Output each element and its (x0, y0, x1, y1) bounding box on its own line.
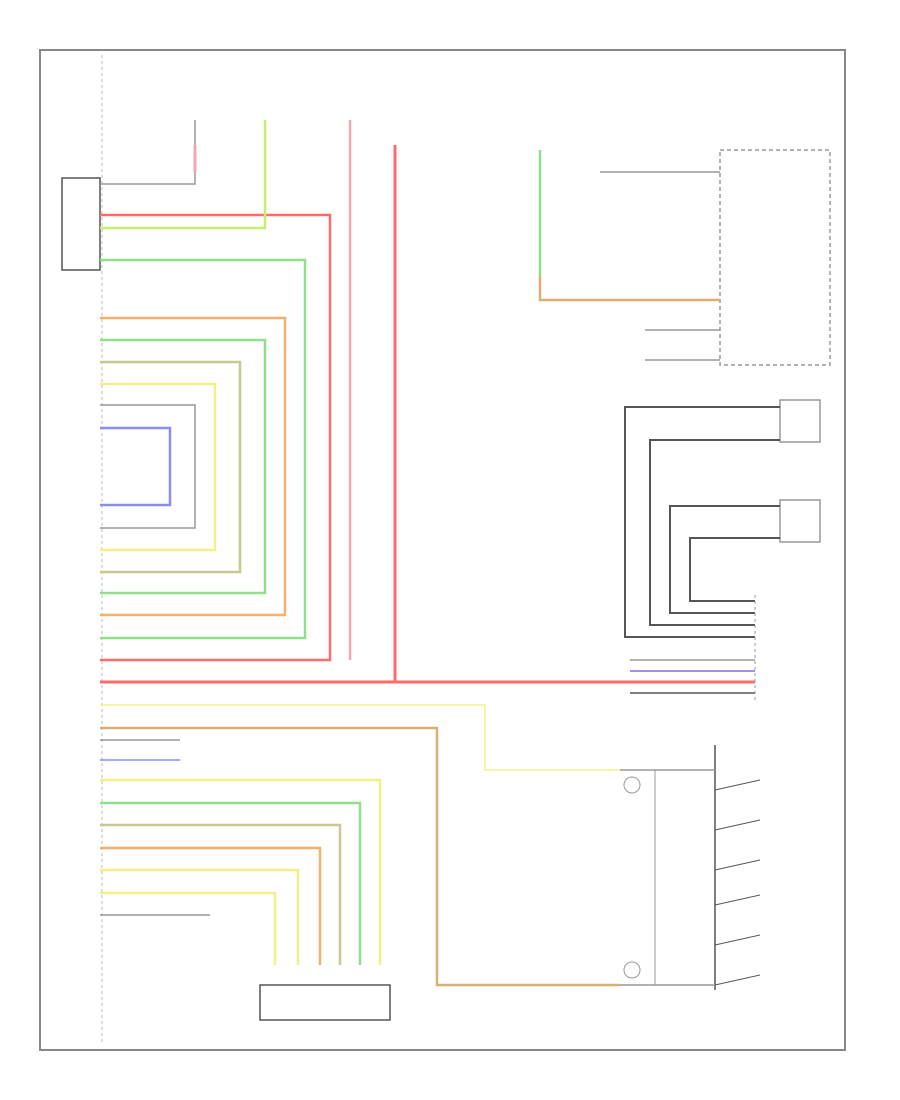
wire-gray (100, 404, 196, 529)
cruise-switch-contact (714, 934, 761, 946)
wire-green (100, 801, 362, 965)
ignition-switch (61, 177, 101, 271)
wire-olive (100, 823, 342, 965)
wire-lime (100, 120, 267, 230)
wire-olive (100, 360, 242, 574)
wire-dark (669, 505, 780, 614)
wire-yellow (100, 868, 300, 965)
clock-spring-lower (623, 961, 641, 979)
speed-sensor-1 (779, 399, 821, 443)
wire-dark (624, 406, 780, 638)
wire-yellow (100, 704, 620, 771)
wire-tan (100, 726, 620, 987)
wire-yellow (100, 891, 277, 965)
wire-tan (538, 275, 720, 302)
cruise-switch-contact (714, 894, 761, 906)
wire-dark (689, 537, 780, 602)
speed-sensor-2 (779, 499, 821, 543)
wire-blue (100, 426, 172, 507)
wire-yellow (100, 778, 382, 965)
wire-yellow (100, 382, 217, 552)
diagram-border (39, 49, 846, 1051)
wire-green (100, 338, 267, 595)
wire-orange (100, 846, 322, 965)
instrument-cluster (719, 149, 831, 366)
wire-orange (100, 316, 287, 617)
cruise-switch-contact (714, 779, 761, 791)
cruise-switch-contact (714, 819, 761, 831)
wire-dark (649, 439, 780, 626)
sensor-connector (259, 984, 391, 1021)
cruise-switch-contact (714, 859, 761, 871)
cruise-switch-contact (714, 974, 761, 986)
clock-spring-upper (623, 776, 641, 794)
wire-gray (100, 120, 196, 185)
wire-green (100, 258, 307, 640)
wire-red (100, 213, 332, 662)
